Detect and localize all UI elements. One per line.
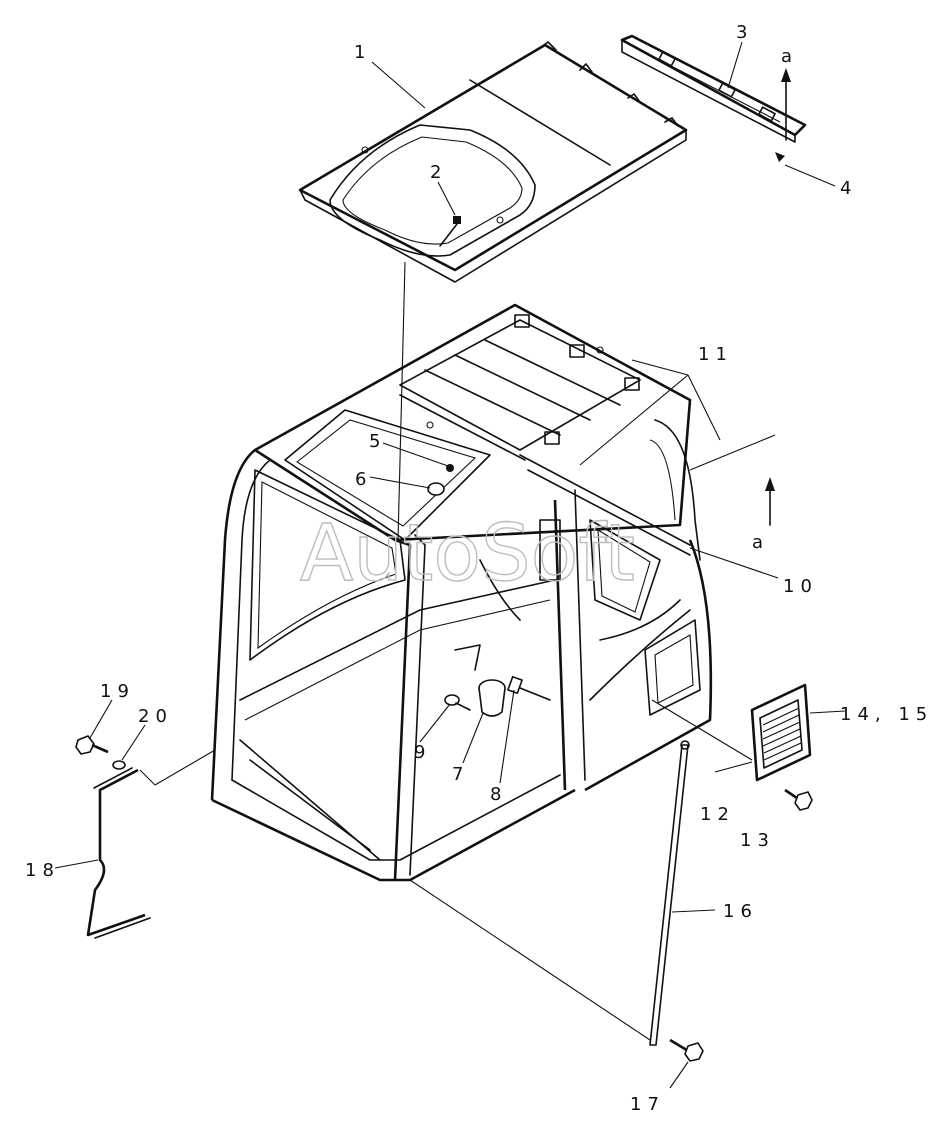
callout-labels: 1 2 3 4 5 6 7 8 9 10 11 12 13 14, 15 16 … <box>25 22 933 1115</box>
callout-4: 4 <box>840 178 857 199</box>
watermark: AutoSoft <box>300 509 635 599</box>
washer-20 <box>112 760 126 770</box>
vent-cover <box>651 683 812 782</box>
cab-body <box>210 261 713 882</box>
callout-7: 7 <box>452 764 469 785</box>
callout-8: 8 <box>490 784 507 805</box>
bolt-17 <box>669 1038 704 1062</box>
callout-9: 9 <box>414 742 431 763</box>
callout-5: 5 <box>369 431 386 452</box>
view-marker-top: a <box>781 46 798 67</box>
callout-10: 10 <box>783 576 818 597</box>
callout-19: 19 <box>100 681 135 702</box>
callout-3: 3 <box>736 22 753 43</box>
bolt-19 <box>75 735 109 755</box>
callout-13: 13 <box>740 830 775 851</box>
view-marker-side: a <box>752 532 769 553</box>
bolt-13 <box>784 788 813 811</box>
leader-lines <box>54 41 846 1089</box>
callout-17: 17 <box>630 1094 665 1115</box>
callout-20: 20 <box>138 706 173 727</box>
handrail-18 <box>86 749 216 939</box>
roof-panel <box>298 41 688 283</box>
view-arrow-side: a <box>752 477 775 553</box>
roof-deflector <box>620 34 807 162</box>
callout-11: 11 <box>698 344 733 365</box>
view-arrow-top: a <box>781 46 798 141</box>
rod-16 <box>409 740 690 1046</box>
callout-1: 1 <box>354 42 371 63</box>
callout-2: 2 <box>430 162 447 183</box>
callout-6: 6 <box>355 469 372 490</box>
callout-14-15: 14, 15 <box>840 704 933 725</box>
callout-18: 18 <box>25 860 60 881</box>
callout-16: 16 <box>723 901 758 922</box>
callout-12: 12 <box>700 804 735 825</box>
